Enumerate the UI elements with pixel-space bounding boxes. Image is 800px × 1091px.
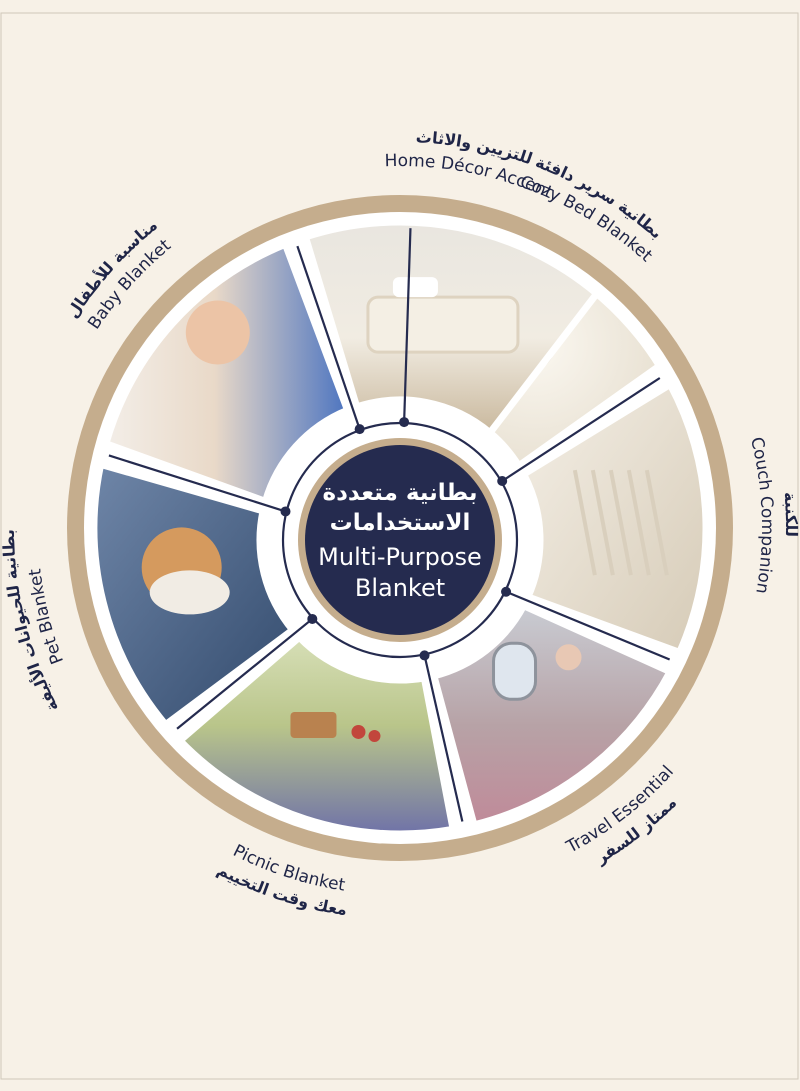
- connector-line: [403, 228, 412, 423]
- connector-dot: [399, 417, 410, 428]
- center-title-ar-line2: الاستخدامات: [330, 510, 471, 536]
- connector-dot: [307, 613, 318, 624]
- connector-dot: [419, 650, 430, 661]
- blanket-on-sofa-illustration: [572, 469, 669, 576]
- center-title-en-line2: Blanket: [355, 574, 445, 602]
- center-title-ar-line1: بطانية متعددة: [323, 480, 478, 506]
- connector-line: [176, 618, 314, 730]
- woman-in-airplane-seat-illustration: [492, 641, 582, 701]
- picnic-basket-on-blanket-illustration: [290, 711, 381, 742]
- couch-companion-label: Couch Companion: [746, 435, 777, 595]
- cat-under-blanket-illustration: [141, 527, 230, 615]
- couch-companion-label-ar: للكنبة: [780, 491, 800, 537]
- connector-line: [501, 377, 661, 482]
- connector-dot: [501, 586, 512, 597]
- center-title-en-line1: Multi-Purpose: [318, 543, 482, 571]
- connector-dot: [354, 424, 365, 435]
- segment-image-sleeping-baby: [102, 240, 352, 505]
- connector-dot: [280, 506, 291, 517]
- frame-border: [0, 12, 799, 1080]
- connector-dot: [497, 476, 508, 486]
- sleeping-baby-illustration: [185, 300, 250, 365]
- bedroom-with-blanket-illustration: [366, 277, 520, 354]
- center-badge: [305, 445, 495, 635]
- connector-line: [296, 245, 361, 430]
- connector-line: [423, 655, 464, 822]
- segment-image-blanket-on-sofa: [520, 380, 710, 656]
- connector-line: [505, 590, 671, 661]
- connector-lines: [108, 228, 671, 822]
- photo-segments: [90, 218, 710, 838]
- connector-line: [108, 454, 286, 513]
